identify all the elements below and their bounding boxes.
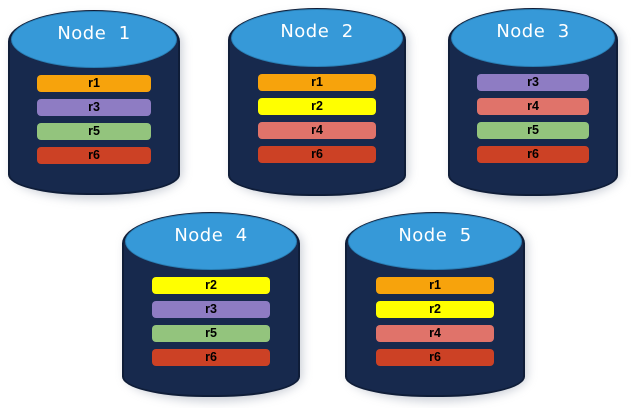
- replica-list: r1 r2 r4 r6: [258, 73, 376, 163]
- replica-bar-r5[interactable]: r5: [476, 121, 590, 139]
- cylinder-top-ellipse: [124, 213, 298, 271]
- replica-list: r2 r3 r5 r6: [152, 276, 270, 366]
- cylinder-top-ellipse: [10, 11, 178, 69]
- replica-list: r1 r2 r4 r6: [375, 276, 495, 366]
- replica-bar-r2[interactable]: r2: [152, 276, 270, 294]
- replica-bar-r6[interactable]: r6: [258, 145, 376, 163]
- replica-bar-r5[interactable]: r5: [152, 324, 270, 342]
- replica-bar-r4[interactable]: r4: [476, 97, 590, 115]
- replica-list: r1 r3 r5 r6: [37, 74, 151, 164]
- replica-bar-r6[interactable]: r6: [152, 348, 270, 366]
- replica-bar-r3[interactable]: r3: [476, 73, 590, 91]
- replica-bar-r2[interactable]: r2: [258, 97, 376, 115]
- cylinder-top-ellipse: [347, 213, 523, 271]
- replica-bar-r1[interactable]: r1: [258, 73, 376, 91]
- replica-bar-r5[interactable]: r5: [37, 122, 151, 140]
- replica-bar-r4[interactable]: r4: [258, 121, 376, 139]
- replica-bar-r3[interactable]: r3: [152, 300, 270, 318]
- replica-bar-r1[interactable]: r1: [37, 74, 151, 92]
- replica-bar-r3[interactable]: r3: [37, 98, 151, 116]
- replica-bar-r2[interactable]: r2: [375, 300, 495, 318]
- replica-bar-r6[interactable]: r6: [37, 146, 151, 164]
- cylinder-top-ellipse: [230, 9, 404, 68]
- replica-bar-r6[interactable]: r6: [375, 348, 495, 366]
- replica-list: r3 r4 r5 r6: [476, 73, 590, 163]
- replica-bar-r1[interactable]: r1: [375, 276, 495, 294]
- replica-bar-r6[interactable]: r6: [476, 145, 590, 163]
- cylinder-top-ellipse: [450, 9, 616, 68]
- replica-bar-r4[interactable]: r4: [375, 324, 495, 342]
